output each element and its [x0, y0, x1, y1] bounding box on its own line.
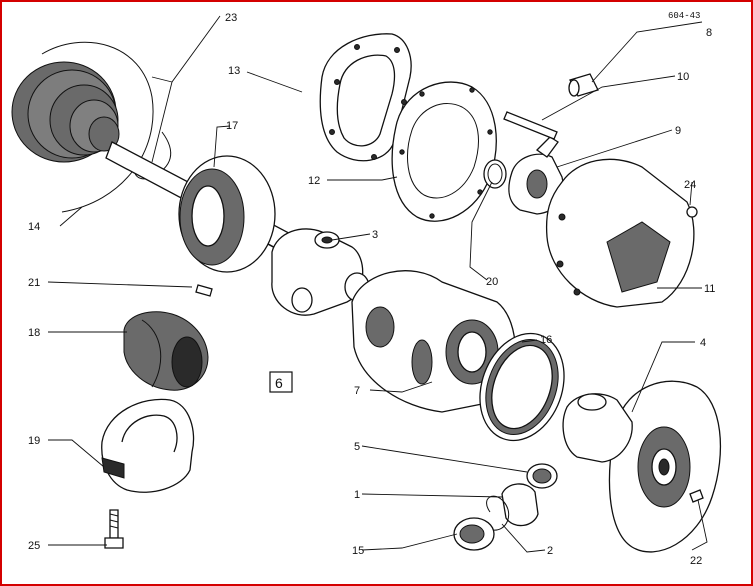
part-24-nut — [686, 206, 698, 218]
drawing-reference: 604-43 — [668, 11, 700, 21]
part-20-o-ring — [483, 159, 507, 189]
callout-14: 14 — [28, 221, 40, 233]
callout-5: 5 — [354, 441, 360, 453]
part-14-bellows-boot — [11, 61, 120, 163]
callout-1: 1 — [354, 489, 360, 501]
part-7-bearing-housing — [351, 270, 516, 413]
leader-lines — [47, 15, 708, 553]
figure-number: 6 — [275, 375, 283, 391]
callout-18: 18 — [28, 327, 40, 339]
callout-4: 4 — [700, 337, 706, 349]
part-18-rubber-buffer — [123, 311, 209, 391]
callout-23: 23 — [225, 12, 237, 24]
callout-3: 3 — [372, 229, 378, 241]
callout-21: 22 — [690, 555, 702, 567]
part-13-cover-plate — [319, 33, 412, 162]
callout-20: 20 — [486, 276, 498, 288]
callout-8: 8 — [706, 27, 712, 39]
callout-13: 13 — [228, 65, 240, 77]
part-22-grease-nipple — [195, 284, 213, 297]
callout-2: 2 — [547, 545, 553, 557]
part-12-gasket — [391, 81, 497, 222]
callout-7: 7 — [354, 385, 360, 397]
callout-9: 9 — [675, 125, 681, 137]
part-8-bush — [568, 73, 599, 97]
part-3-universal-joint — [271, 228, 370, 316]
part-15-plug-cap — [453, 517, 495, 551]
part-5-seal-washer — [526, 463, 558, 489]
part-17-dust-cover — [178, 155, 276, 273]
callout-24: 24 — [684, 179, 696, 191]
callout-16: 16 — [540, 334, 552, 346]
part-4-flange-plate — [562, 380, 721, 553]
callout-10: 10 — [677, 71, 689, 83]
callout-22: 21 — [28, 277, 40, 289]
part-21-bolt — [689, 489, 704, 503]
callout-15: 15 — [352, 545, 364, 557]
callout-12: 12 — [308, 175, 320, 187]
part-2-spring-clip — [486, 495, 510, 531]
figure-number-box: 6 — [269, 371, 293, 393]
callout-19: 19 — [28, 435, 40, 447]
part-10-stud — [503, 111, 558, 140]
part-19-clamp-shell — [101, 398, 195, 493]
part-16-sealing-ring — [479, 332, 565, 442]
part-1-bush — [501, 483, 539, 527]
part-9-bearing — [508, 136, 564, 215]
part-11-housing — [545, 158, 695, 308]
callout-25: 25 — [28, 540, 40, 552]
part-25-bolt — [104, 509, 124, 549]
callout-11: 11 — [704, 283, 715, 295]
callout-17: 17 — [226, 120, 238, 132]
